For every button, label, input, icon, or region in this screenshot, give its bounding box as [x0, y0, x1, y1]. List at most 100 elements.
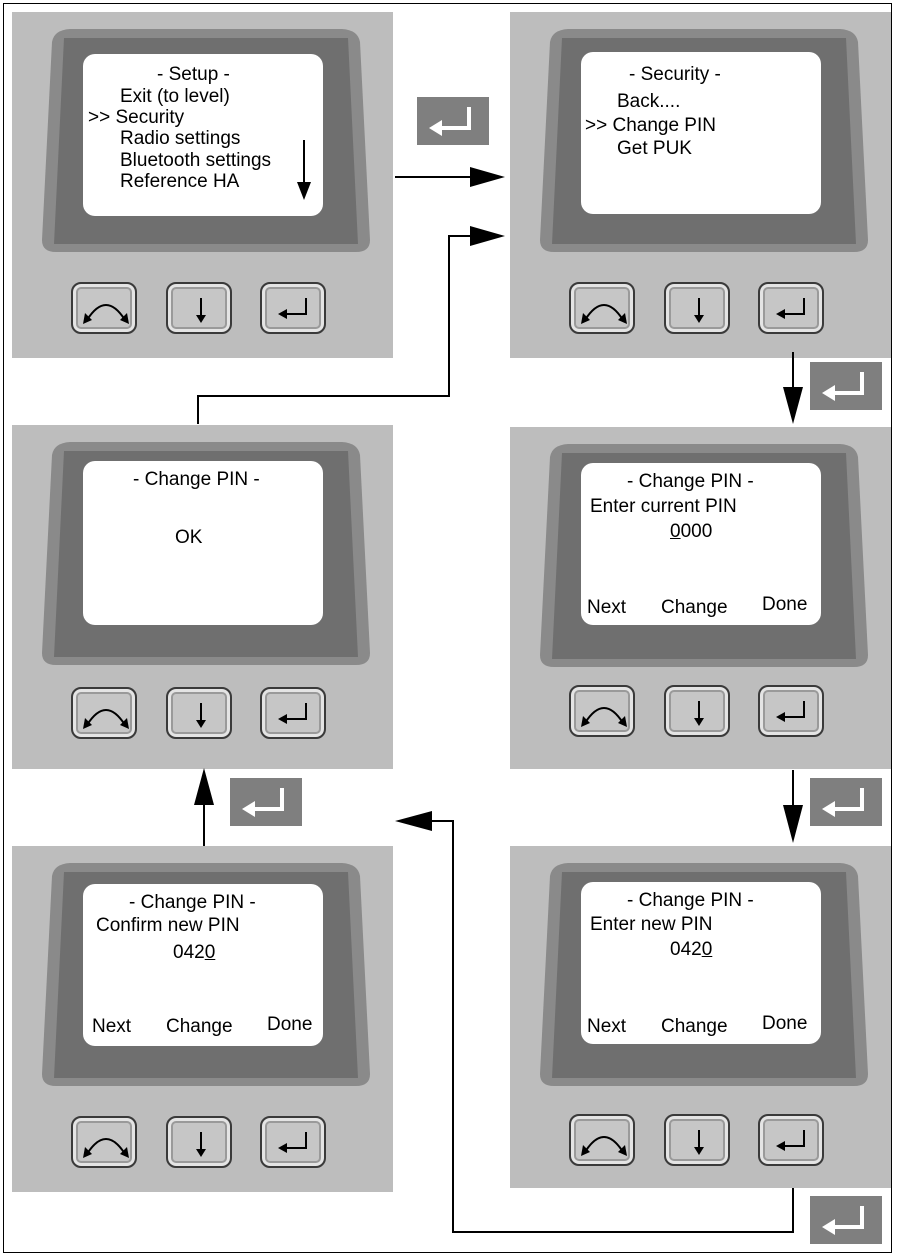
figure-border — [3, 3, 892, 1253]
enter-key-icon — [242, 788, 284, 817]
pin-value: 0000 — [670, 521, 712, 542]
arrow-confirm-pin-to-ok — [194, 768, 214, 846]
softkey-done: Done — [762, 1013, 808, 1034]
down-arrow-icon — [196, 298, 206, 323]
pin-cursor-digit: 0 — [701, 939, 713, 960]
down-button[interactable] — [166, 1116, 232, 1168]
screen-title: - Security - — [629, 64, 721, 85]
cycle-button[interactable] — [569, 1114, 635, 1166]
menu-item-security-selected: >> Security — [88, 107, 185, 128]
enter-icon — [278, 703, 307, 724]
pin-remaining-digits: 000 — [680, 521, 713, 542]
pin-value: 0420 — [670, 939, 712, 960]
scroll-down-arrow-icon — [297, 140, 311, 200]
arrow-ok-to-security — [197, 226, 505, 424]
down-button[interactable] — [166, 282, 232, 334]
enter-button[interactable] — [260, 282, 326, 334]
screen-title: - Change PIN - — [133, 469, 260, 490]
cycle-button[interactable] — [71, 687, 137, 739]
enter-key-step-2 — [810, 362, 882, 410]
device-screen: - Setup - Exit (to level) >> Security Ra… — [83, 54, 323, 216]
down-button[interactable] — [166, 687, 232, 739]
device-screen: - Change PIN - Confirm new PIN 0420 Next… — [83, 884, 323, 1046]
enter-key-icon — [822, 1206, 864, 1235]
enter-key-icon — [822, 788, 864, 817]
device-button-row — [569, 685, 839, 737]
screen-title: - Setup - — [157, 64, 230, 85]
device-button-row — [71, 1116, 341, 1168]
down-arrow-icon — [196, 703, 206, 728]
softkey-change: Change — [166, 1016, 233, 1037]
down-button[interactable] — [664, 1114, 730, 1166]
cycle-arrows-icon — [581, 1136, 627, 1156]
device-button-row — [569, 282, 839, 334]
cycle-button[interactable] — [71, 1116, 137, 1168]
cycle-button[interactable] — [71, 282, 137, 334]
softkey-done: Done — [762, 594, 808, 615]
menu-item-bluetooth: Bluetooth settings — [120, 150, 272, 171]
enter-icon — [776, 298, 805, 319]
enter-key-icon — [429, 107, 471, 136]
cycle-arrows-icon — [581, 304, 627, 324]
softkey-done: Done — [267, 1014, 313, 1035]
pin-entered-digits: 042 — [173, 942, 205, 963]
enter-key-step-4 — [810, 1196, 882, 1244]
down-button[interactable] — [664, 685, 730, 737]
prompt-text: Enter current PIN — [590, 496, 737, 517]
arrow-new-pin-to-confirm-pin — [395, 811, 794, 1233]
down-arrow-icon — [694, 1130, 704, 1155]
enter-button[interactable] — [758, 685, 824, 737]
device-screen: - Change PIN - OK — [83, 461, 323, 625]
down-arrow-icon — [694, 298, 704, 323]
device-panel-pin-current: - Change PIN - Enter current PIN 0000 Ne… — [510, 427, 891, 769]
enter-button[interactable] — [260, 687, 326, 739]
down-arrow-icon — [196, 1132, 206, 1157]
enter-icon — [278, 298, 307, 319]
menu-item-get-puk: Get PUK — [617, 138, 692, 159]
enter-icon — [776, 1130, 805, 1151]
softkey-change: Change — [661, 1016, 728, 1037]
cycle-arrows-icon — [83, 1138, 129, 1158]
pin-value: 0420 — [173, 942, 215, 963]
cycle-arrows-icon — [83, 709, 129, 729]
cycle-button[interactable] — [569, 282, 635, 334]
down-button[interactable] — [664, 282, 730, 334]
cycle-button[interactable] — [569, 685, 635, 737]
device-panel-pin-new: - Change PIN - Enter new PIN 0420 Next C… — [510, 846, 891, 1188]
device-panel-security: - Security - Back.... >> Change PIN Get … — [510, 12, 891, 358]
arrow-setup-to-security — [395, 167, 505, 187]
softkey-change: Change — [661, 597, 728, 618]
enter-button[interactable] — [260, 1116, 326, 1168]
menu-item-change-pin-selected: >> Change PIN — [585, 115, 716, 136]
pin-cursor-digit: 0 — [204, 942, 216, 963]
menu-item-reference: Reference HA — [120, 171, 240, 192]
cycle-arrows-icon — [83, 304, 129, 324]
enter-key-step-1 — [417, 97, 489, 145]
softkey-next: Next — [587, 1016, 627, 1037]
pin-cursor-digit: 0 — [670, 521, 681, 542]
prompt-text: Enter new PIN — [590, 914, 713, 935]
device-button-row — [71, 687, 341, 739]
cycle-arrows-icon — [581, 707, 627, 727]
screen-title: - Change PIN - — [129, 892, 256, 913]
status-ok: OK — [175, 527, 203, 548]
enter-icon — [278, 1132, 307, 1153]
device-panel-setup: - Setup - Exit (to level) >> Security Ra… — [12, 12, 393, 358]
enter-button[interactable] — [758, 282, 824, 334]
screen-title: - Change PIN - — [627, 890, 754, 911]
menu-item-radio: Radio settings — [120, 128, 241, 149]
arrow-security-to-current-pin — [783, 352, 803, 424]
device-panel-pin-ok: - Change PIN - OK — [12, 425, 393, 769]
menu-item-exit: Exit (to level) — [120, 86, 230, 107]
arrow-current-pin-to-new-pin — [783, 770, 803, 843]
down-arrow-icon — [694, 701, 704, 726]
prompt-text: Confirm new PIN — [96, 915, 240, 936]
softkey-next: Next — [92, 1016, 132, 1037]
enter-key-step-3 — [810, 778, 882, 826]
enter-button[interactable] — [758, 1114, 824, 1166]
device-screen: - Security - Back.... >> Change PIN Get … — [581, 52, 821, 214]
device-button-row — [569, 1114, 839, 1166]
device-button-row — [71, 282, 341, 334]
enter-key-step-5 — [230, 778, 302, 826]
